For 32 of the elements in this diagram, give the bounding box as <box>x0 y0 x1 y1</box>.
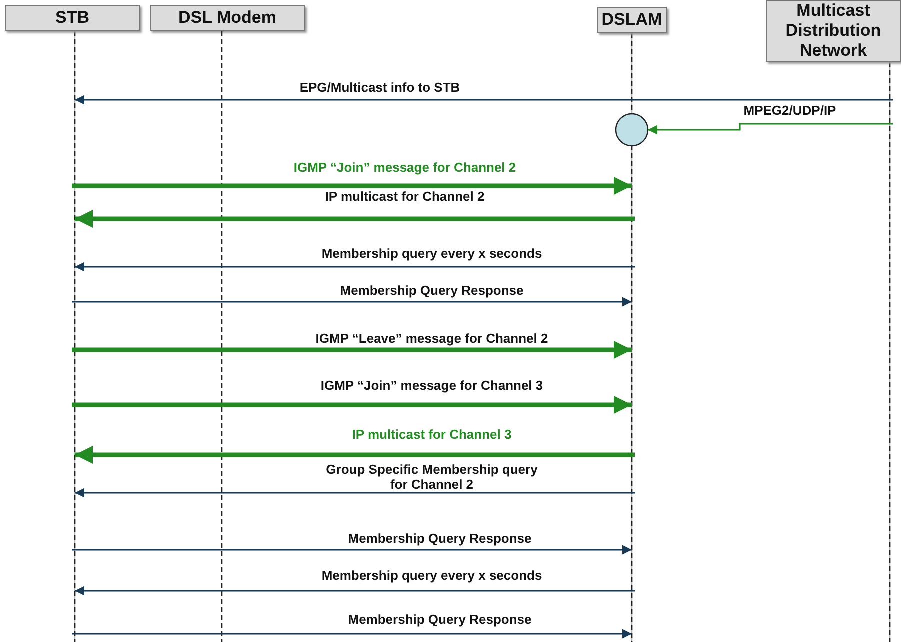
message-arrow <box>75 210 635 228</box>
participant-lifeline <box>5 5 140 642</box>
message-label: Membership query every x seconds <box>322 246 542 261</box>
message-arrow <box>75 95 893 105</box>
message-arrow <box>72 177 632 195</box>
message-arrow <box>75 446 635 464</box>
message-arrow <box>72 396 632 414</box>
participant-box: DSL Modem <box>150 5 305 31</box>
message-arrow <box>72 341 632 359</box>
message-label: Membership Query Response <box>348 531 532 546</box>
message-arrow <box>75 488 635 498</box>
message-arrow <box>72 629 632 639</box>
message-label: Membership Query Response <box>348 612 532 627</box>
message-label: Membership query every x seconds <box>322 568 542 583</box>
message-label: EPG/Multicast info to STB <box>300 80 460 95</box>
message-label: IGMP “Leave” message for Channel 2 <box>316 331 548 346</box>
message-arrow <box>72 545 632 555</box>
message-label: IP multicast for Channel 2 <box>325 189 485 204</box>
message-label: IGMP “Join” message for Channel 3 <box>320 378 544 393</box>
replication-point-circle <box>615 113 649 147</box>
message-arrow <box>75 262 635 272</box>
message-arrow <box>75 586 635 596</box>
participant-lifeline <box>597 7 667 642</box>
message-arrow <box>648 123 893 135</box>
participant-box: STB <box>5 5 140 31</box>
participant-box: DSLAM <box>597 7 667 33</box>
participant-box: Multicast Distribution Network <box>766 0 901 62</box>
message-label: Membership Query Response <box>340 283 524 298</box>
message-label: IGMP “Join” message for Channel 2 <box>294 160 516 175</box>
message-label: IP multicast for Channel 3 <box>352 427 512 442</box>
message-arrow <box>72 297 632 307</box>
message-label: MPEG2/UDP/IP <box>744 103 836 118</box>
